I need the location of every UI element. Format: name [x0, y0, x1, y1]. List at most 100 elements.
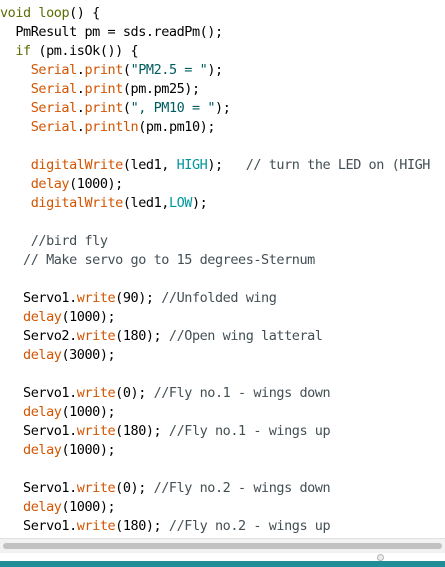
code-editor[interactable]: void loop() { PmResult pm = sds.readPm()…: [0, 0, 445, 538]
code-token: [0, 100, 31, 116]
code-token: //Unfolded wing: [161, 290, 277, 306]
code-token: void: [0, 5, 31, 21]
code-token: .: [76, 81, 85, 97]
code-token: [0, 499, 23, 515]
code-token: Serial: [30, 81, 78, 97]
code-line: delay(1000);: [0, 498, 116, 517]
code-token: if: [15, 43, 31, 59]
code-token: (1000);: [61, 404, 116, 420]
code-token: );: [207, 157, 246, 173]
code-token: digitalWrite: [30, 195, 124, 211]
code-token: [0, 309, 23, 325]
code-token: Serial: [30, 62, 78, 78]
code-line: //bird fly: [0, 232, 108, 251]
code-token: (0);: [115, 480, 154, 496]
code-token: [0, 157, 31, 173]
code-token: delay: [23, 309, 62, 325]
code-token: delay: [23, 499, 62, 515]
code-token: delay: [30, 176, 70, 192]
code-line: delay(1000);: [0, 441, 116, 460]
code-token: (1000);: [69, 176, 123, 192]
code-token: .: [76, 119, 85, 135]
code-token: );: [207, 62, 223, 78]
horizontal-scrollbar[interactable]: [0, 538, 445, 553]
code-token: [0, 233, 31, 249]
code-line: if (pm.isOk()) {: [0, 42, 138, 61]
code-token: //bird fly: [30, 233, 108, 249]
code-line: delay(1000);: [0, 403, 116, 422]
code-token: write: [76, 423, 116, 439]
code-token: //Fly no.1 - wings up: [168, 423, 331, 439]
code-line: Servo2.write(180); //Open wing latteral: [0, 327, 323, 346]
code-token: LOW: [168, 195, 192, 211]
code-token: print: [84, 100, 123, 116]
code-line: digitalWrite(led1,LOW);: [0, 194, 208, 213]
status-strip: [0, 553, 445, 561]
code-token: [0, 119, 31, 135]
code-token: [0, 252, 23, 268]
code-token: .: [76, 62, 85, 78]
code-token: digitalWrite: [30, 157, 124, 173]
code-token: Servo2.: [0, 328, 77, 344]
code-token: (: [122, 62, 131, 78]
code-token: write: [76, 480, 116, 496]
code-token: () {: [69, 5, 100, 21]
code-token: // Make servo go to 15 degrees-Sternum: [23, 252, 315, 268]
code-line: Serial.print(", PM10 = ");: [0, 99, 231, 118]
code-token: Servo1.: [0, 290, 77, 306]
code-token: [0, 176, 31, 192]
code-token: HIGH: [176, 157, 208, 173]
code-token: (led1,: [122, 195, 170, 211]
code-token: Servo1.: [0, 518, 77, 534]
code-token: [0, 347, 23, 363]
code-token: ", PM10 = ": [130, 100, 216, 116]
code-token: (3000);: [61, 347, 116, 363]
code-line: digitalWrite(led1, HIGH); // turn the LE…: [0, 156, 431, 175]
code-token: [0, 43, 15, 59]
code-line: delay(1000);: [0, 175, 124, 194]
code-line: Serial.print(pm.pm25);: [0, 80, 200, 99]
code-line: Servo1.write(0); //Fly no.1 - wings down: [0, 384, 331, 403]
code-token: [0, 404, 23, 420]
code-token: Servo1.: [0, 480, 77, 496]
code-token: (90);: [115, 290, 162, 306]
code-token: );: [191, 195, 208, 211]
code-token: //Fly no.2 - wings down: [153, 480, 331, 496]
code-token: [0, 442, 23, 458]
code-token: delay: [23, 442, 62, 458]
code-token: PmResult pm = sds.readPm();: [0, 24, 223, 40]
code-token: (180);: [115, 423, 169, 439]
code-line: delay(3000);: [0, 346, 116, 365]
code-token: (pm.pm10);: [138, 119, 216, 135]
code-line: // Make servo go to 15 degrees-Sternum: [0, 251, 315, 270]
code-token: (0);: [115, 385, 154, 401]
bottom-status-bar: [0, 561, 445, 567]
code-token: //Fly no.1 - wings down: [153, 385, 331, 401]
code-token: Serial: [30, 119, 78, 135]
code-token: "PM2.5 = ": [130, 62, 208, 78]
code-token: println: [84, 119, 139, 135]
code-token: (1000);: [61, 309, 116, 325]
code-token: //Open wing latteral: [168, 328, 323, 344]
code-token: [0, 62, 31, 78]
code-token: (180);: [115, 328, 169, 344]
code-token: );: [215, 100, 231, 116]
code-line: Servo1.write(180); //Fly no.2 - wings up: [0, 517, 331, 536]
code-token: [0, 195, 31, 211]
code-token: delay: [23, 347, 62, 363]
code-line: Servo1.write(90); //Unfolded wing: [0, 289, 277, 308]
code-line: Serial.println(pm.pm10);: [0, 118, 216, 137]
code-token: write: [76, 328, 116, 344]
code-token: // turn the LED on (HIGH: [245, 157, 431, 173]
code-token: [0, 81, 31, 97]
code-token: print: [84, 62, 123, 78]
code-token: .: [76, 100, 85, 116]
code-token: write: [76, 385, 116, 401]
code-token: //Fly no.2 - wings up: [168, 518, 331, 534]
code-line: void loop() {: [0, 4, 100, 23]
code-token: write: [76, 518, 116, 534]
code-line: PmResult pm = sds.readPm();: [0, 23, 223, 42]
code-token: (pm.pm25);: [122, 81, 200, 97]
scrollbar-thumb[interactable]: [3, 543, 442, 549]
code-token: print: [84, 81, 123, 97]
